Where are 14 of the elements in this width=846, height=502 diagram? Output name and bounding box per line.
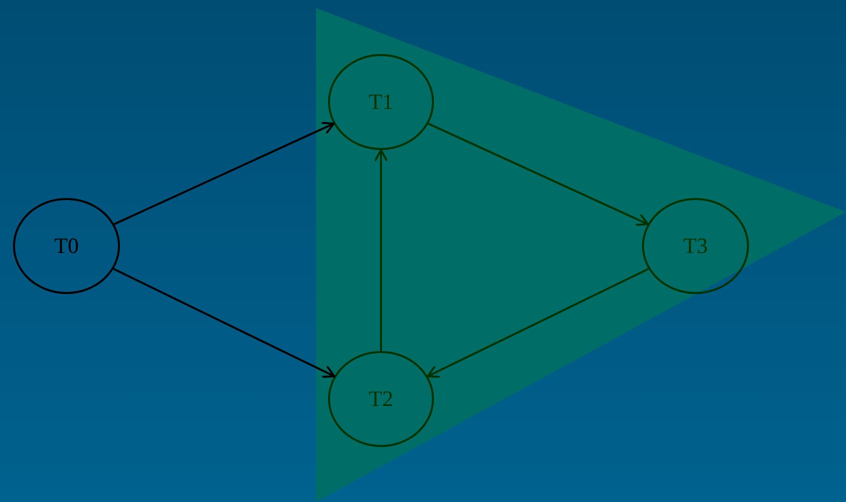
arrow bbox=[114, 122, 335, 226]
arrow bbox=[428, 122, 649, 226]
ellipse-node bbox=[328, 54, 434, 150]
node-label: T0 bbox=[54, 235, 79, 257]
ellipse-node bbox=[13, 198, 120, 294]
ellipse-node bbox=[642, 198, 749, 294]
node-label: T1 bbox=[368, 91, 394, 113]
ellipse-node bbox=[328, 351, 434, 447]
arrow bbox=[426, 268, 649, 378]
triangle-area bbox=[316, 8, 846, 502]
node-label: T3 bbox=[683, 235, 708, 257]
arrow bbox=[113, 268, 336, 378]
arrow bbox=[374, 149, 388, 351]
node-label: T2 bbox=[368, 388, 394, 410]
